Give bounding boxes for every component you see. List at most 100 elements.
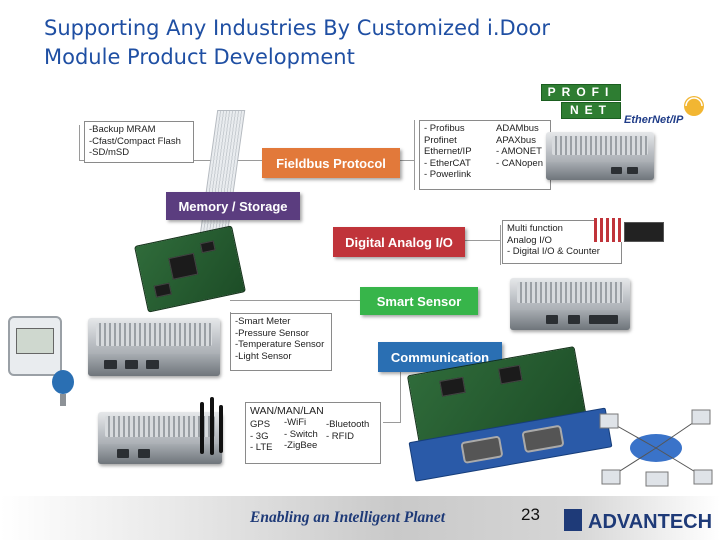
antenna [200,402,204,454]
profinet-bottom: NET [561,102,621,119]
port [116,449,129,458]
note-line: -SD/mSD [89,147,130,158]
chip [498,364,523,385]
connector-line [500,225,501,265]
meter-display [16,328,54,354]
note-line: - Powerlink [424,169,471,180]
chip [439,376,466,397]
note-line: Profinet [424,134,457,146]
pressure-sensor-image [52,370,74,394]
smart-sensor-label: Smart Sensor [360,287,478,315]
port [627,166,638,175]
note-line: -Pressure Sensor [235,327,309,339]
slogan: Enabling an Intelligent Planet [250,509,446,526]
note-line: - CANopen [496,157,543,169]
note-line: GPS [250,419,271,430]
fieldbus-device-image [546,132,654,180]
gateway-device-image [88,318,220,376]
note-line: -Smart Meter [235,316,291,327]
connector-line [230,300,360,301]
port [124,359,139,370]
connector-line [383,422,401,423]
note-line: -Light Sensor [235,350,292,362]
waveform-image [594,218,622,242]
fieldbus-protocol-note: - Profibus Profinet Ethernet/IP - EtherC… [419,120,551,190]
memory-storage-label: Memory / Storage [166,192,300,220]
digital-analog-io-label: Digital Analog I/O [333,227,465,257]
slide-title: Supporting Any Industries By Customized … [44,14,604,72]
communication-note: WAN/MAN/LAN GPS - 3G - LTE -WiFi - Switc… [245,402,381,464]
note-line: - Digital I/O & Counter [507,246,600,257]
heat-sink [105,416,215,437]
profinet-logo: PROFI NET [541,84,621,120]
slide-title-line-2: Module Product Development [44,45,355,69]
digital-analog-io-note: Multi function Analog I/O - Digital I/O … [502,220,622,264]
note-line: - 3G [250,430,269,442]
page-number: 23 [521,505,540,524]
port [567,315,580,324]
smart-sensor-device-image [510,278,630,330]
note-line: -Backup MRAM [89,124,156,135]
connector-line [465,240,500,241]
sensor-stem [60,394,66,406]
advantech-logo-text: ADVANTECH [588,511,712,533]
note-line: ADAMbus [496,123,539,134]
smart-sensor-note: -Smart Meter -Pressure Sensor -Temperatu… [230,313,332,371]
port [146,359,160,370]
ic-chip-image [624,222,664,242]
connector-line [79,125,80,160]
note-line: - RFID [326,430,354,442]
slide-title-line-1: Supporting Any Industries By Customized … [44,16,551,40]
note-line: Analog I/O [507,234,552,246]
advantech-logo-mark: ADVANTECH [564,509,712,533]
note-line: -Temperature Sensor [235,339,325,350]
heat-sink [552,135,648,156]
smart-meter-image [8,316,62,376]
note-line: Multi function [507,223,563,234]
network-icon [599,409,713,487]
wan-col-2: -WiFi - Switch -ZigBee [284,417,318,452]
note-line: -Cfast/Compact Flash [89,135,181,147]
note-line: - EtherCAT [424,157,471,169]
port [589,315,618,324]
fieldbus-list-right: ADAMbus APAXbus - AMONET - CANopen [496,123,543,169]
advantech-logo: ADVANTECH [564,506,712,534]
wan-title: WAN/MAN/LAN [250,405,324,417]
ethernet-ip-logo: EtherNet/IP [624,94,718,130]
chip [153,282,172,298]
footer-bar [0,496,720,540]
wireless-device-image [98,412,222,464]
heat-sink [95,322,213,346]
network-diagram-image [596,404,718,490]
cpu-chip [168,252,199,280]
port [610,166,622,175]
port [546,315,558,324]
note-line: -Bluetooth [326,419,370,430]
note-line: - Switch [284,428,318,440]
note-line: Ethernet/IP [424,146,472,157]
connector-line [414,120,415,190]
note-line: - LTE [250,442,273,453]
note-line: - Profibus [424,123,465,134]
device-front [98,444,222,464]
note-line: APAXbus [496,134,536,146]
note-line: -ZigBee [284,440,318,451]
port [103,359,118,370]
heat-sink [517,282,623,303]
connector-line [400,372,401,422]
serial-port [521,424,565,454]
antenna [219,405,223,453]
note-line: -WiFi [284,417,307,428]
wan-col-1: GPS - 3G - LTE [250,419,273,454]
device-front [546,161,654,180]
fieldbus-list-left: - Profibus Profinet Ethernet/IP - EtherC… [424,123,472,181]
port [137,449,151,458]
profinet-top: PROFI [541,84,621,101]
connector-line [400,160,414,161]
ethernet-ip-text: EtherNet/IP [624,114,684,126]
note-line: - AMONET [496,146,542,157]
memory-storage-note: -Backup MRAM -Cfast/Compact Flash -SD/mS… [84,121,194,163]
chip [199,240,216,254]
wan-col-3: -Bluetooth - RFID [326,419,369,442]
fieldbus-protocol-label: Fieldbus Protocol [262,148,400,178]
